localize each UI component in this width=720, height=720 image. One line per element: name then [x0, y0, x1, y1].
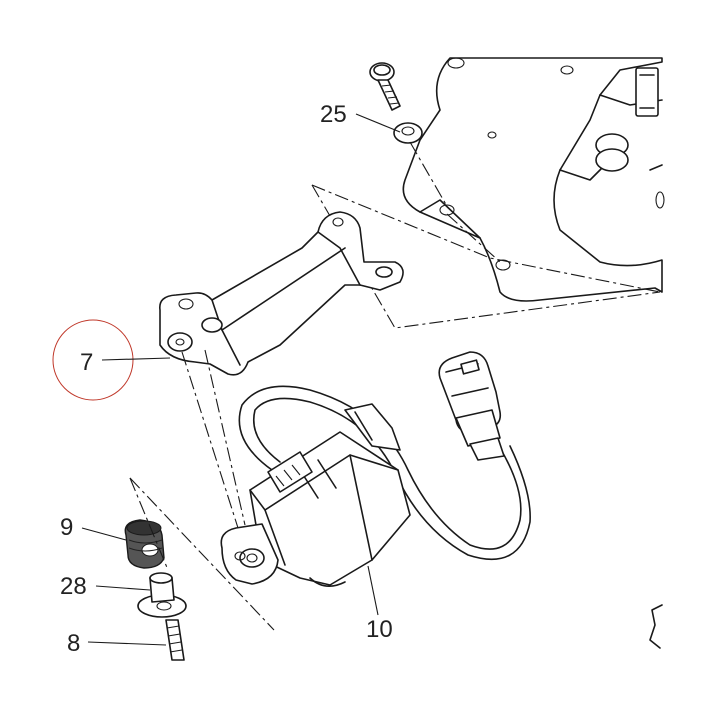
axis-line-25 [409, 141, 449, 209]
leader-8 [87, 641, 167, 646]
callout-8: 8 [67, 630, 80, 657]
edge-part [649, 604, 663, 649]
frame-plate [402, 57, 665, 302]
axis-line-fasteners-2 [129, 477, 169, 571]
highlight-circle [52, 319, 134, 401]
leader-25 [355, 113, 401, 133]
axis-line-bracket-module-2 [204, 349, 246, 526]
module-10 [220, 385, 531, 587]
leader-9 [81, 527, 127, 541]
assembly-guide-upper [311, 184, 661, 293]
leader-28 [95, 585, 151, 591]
leader-7 [101, 357, 171, 361]
bolt-8 [165, 619, 185, 661]
axis-line-bracket-module [181, 351, 253, 573]
leader-10 [367, 565, 379, 616]
collar-28 [137, 572, 187, 618]
grommet-9 [124, 519, 165, 569]
callout-25: 25 [320, 101, 347, 128]
bolt-25 [369, 62, 401, 111]
callout-10: 10 [366, 616, 393, 643]
axis-line-fasteners [129, 477, 275, 631]
connector-plug [438, 351, 505, 461]
callout-28: 28 [60, 573, 87, 600]
callout-9: 9 [60, 514, 73, 541]
bracket-7 [159, 211, 404, 376]
axis-line-plate [446, 213, 501, 263]
washer-25 [393, 122, 423, 144]
callout-7: 7 [80, 349, 93, 376]
